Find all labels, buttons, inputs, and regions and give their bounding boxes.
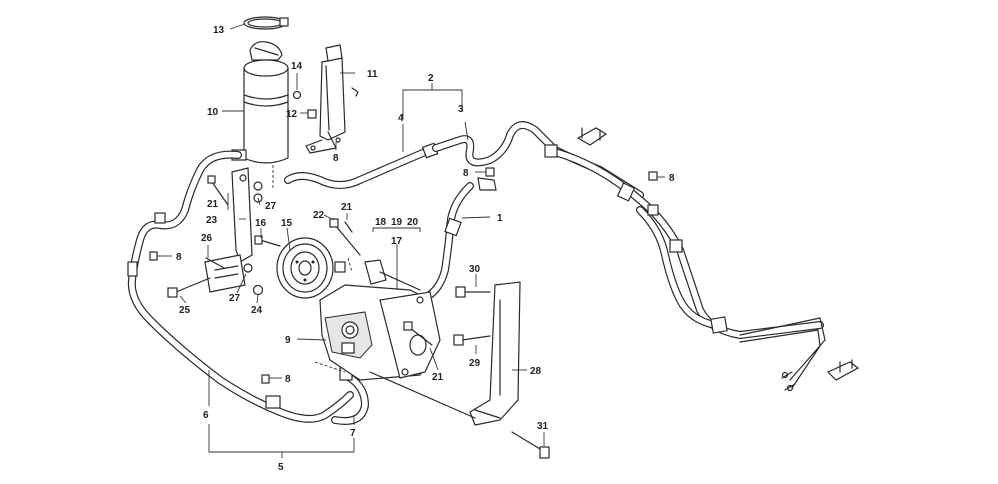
washers-27	[243, 181, 263, 273]
fitting-part-12	[307, 109, 317, 119]
callout-11: 11	[367, 69, 378, 80]
callout-21-lower: 21	[432, 372, 444, 383]
callout-25: 25	[179, 305, 191, 316]
callout-5: 5	[278, 462, 284, 473]
bolt-29	[453, 334, 491, 346]
bolt-22-and-21-top	[329, 218, 361, 256]
callout-16: 16	[255, 218, 267, 229]
steering-lines-right	[544, 144, 826, 392]
leader-lines	[157, 23, 665, 458]
power-steering-pump	[319, 259, 441, 381]
bolt-16	[254, 235, 281, 247]
reservoir-bracket	[305, 44, 359, 154]
callout-15: 15	[281, 218, 293, 229]
bolt-25	[167, 277, 211, 298]
reservoir-tank	[231, 41, 289, 190]
callout-1: 1	[497, 213, 503, 224]
bolt-26	[205, 257, 225, 269]
callout-28: 28	[530, 366, 542, 377]
callout-14: 14	[291, 61, 303, 72]
callout-2: 2	[428, 73, 434, 84]
callout-8-hose: 8	[463, 168, 469, 179]
callout-31: 31	[537, 421, 549, 432]
return-hose-6	[127, 150, 354, 423]
bolt-30	[455, 286, 491, 298]
callout-8-left: 8	[176, 252, 182, 263]
callout-labels: 13 14 11 10 12 8 2 4 3 8 8 1 21 27 23 16…	[176, 25, 675, 473]
clips-8	[149, 167, 658, 384]
callout-27-lower: 27	[229, 293, 241, 304]
callout-19: 19	[391, 217, 403, 228]
callout-26: 26	[201, 233, 213, 244]
bolt-31	[511, 431, 550, 459]
mounting-bracket-23	[204, 167, 253, 293]
callout-17: 17	[391, 236, 403, 247]
callout-8-bracket: 8	[333, 153, 339, 164]
tension-arm-28	[369, 281, 521, 426]
clip-upper-right	[576, 127, 608, 146]
callout-9: 9	[285, 335, 291, 346]
callout-20: 20	[407, 217, 419, 228]
hose-1	[421, 177, 497, 302]
callout-13: 13	[213, 25, 225, 36]
callout-22: 22	[313, 210, 325, 221]
callout-18: 18	[375, 217, 387, 228]
callout-30: 30	[469, 264, 481, 275]
nut-part-14	[292, 90, 302, 100]
callout-3: 3	[458, 104, 464, 115]
dashed-guides	[314, 257, 353, 373]
callout-6: 6	[203, 410, 209, 421]
callout-4: 4	[398, 113, 404, 124]
callout-7: 7	[350, 428, 356, 439]
callout-21-top: 21	[341, 202, 353, 213]
callout-10: 10	[207, 107, 219, 118]
nut-24	[252, 284, 264, 296]
pump-pulley	[276, 237, 334, 299]
clip-lower-right	[826, 359, 860, 381]
bolt-21-lower	[403, 321, 433, 346]
callout-23: 23	[206, 215, 218, 226]
callout-21-left: 21	[207, 199, 219, 210]
callout-8-bottom: 8	[285, 374, 291, 385]
callout-27-upper: 27	[265, 201, 277, 212]
pressure-hose-4	[284, 142, 439, 189]
reservoir-clamp	[243, 16, 289, 30]
callout-12: 12	[286, 109, 298, 120]
bolt-21-upper-left	[207, 175, 229, 206]
callout-24: 24	[251, 305, 263, 316]
callout-8-right: 8	[669, 173, 675, 184]
callout-29: 29	[469, 358, 481, 369]
